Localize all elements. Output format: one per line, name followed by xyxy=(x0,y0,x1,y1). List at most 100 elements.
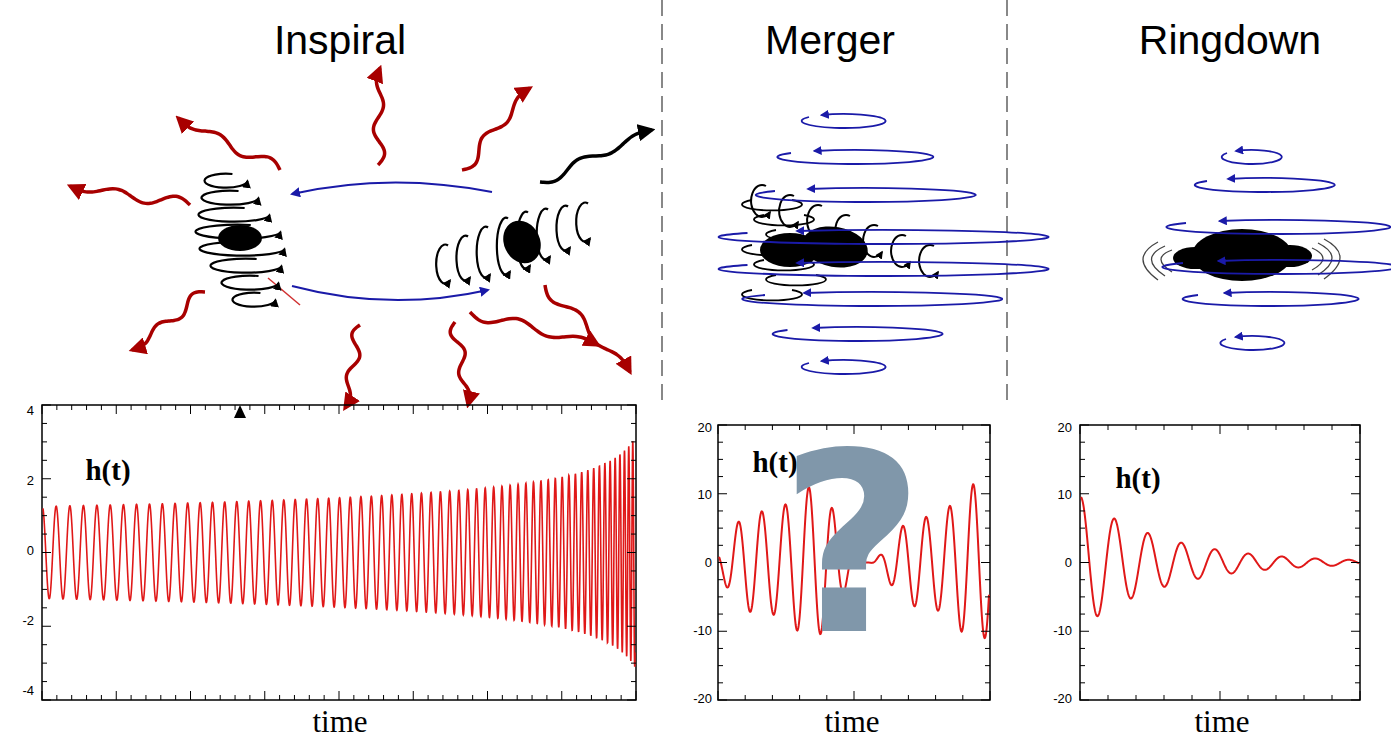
axis-tick xyxy=(908,695,909,700)
axis-tick xyxy=(532,695,533,700)
axis-tick xyxy=(1080,493,1089,494)
tick-label: 2 xyxy=(27,474,34,487)
axis-tick xyxy=(1192,425,1193,430)
axis-tick xyxy=(42,478,51,479)
axis-tick xyxy=(116,691,117,700)
axis-tick xyxy=(398,405,399,410)
axis-tick xyxy=(42,423,47,424)
plot xyxy=(42,405,636,700)
axis-tick xyxy=(1355,442,1360,443)
axis-tick xyxy=(631,570,636,571)
axis-tick xyxy=(772,695,773,700)
axis-tick xyxy=(383,405,384,410)
axis-tick xyxy=(1080,648,1085,649)
axis-tick xyxy=(718,528,723,529)
curl xyxy=(517,212,530,269)
axis-tick xyxy=(561,691,562,700)
tick-label: 10 xyxy=(698,488,712,501)
axis-tick xyxy=(1351,425,1360,426)
axis-tick xyxy=(718,614,723,615)
axis-tick xyxy=(718,425,727,426)
axis-tick xyxy=(606,405,607,410)
axis-tick xyxy=(1108,425,1109,430)
gravitational-wave-arrow xyxy=(462,88,530,170)
axis-tick xyxy=(1248,695,1249,700)
axis-tick xyxy=(772,425,773,430)
tick-label: 20 xyxy=(1058,421,1072,434)
axis-tick xyxy=(487,405,488,414)
axis-tick xyxy=(42,534,47,535)
rotation-ring xyxy=(719,262,1049,276)
axis-tick xyxy=(309,695,310,700)
axis-tick xyxy=(881,695,882,700)
axis-tick xyxy=(1136,695,1137,700)
tick-label: -2 xyxy=(22,614,34,627)
axis-tick xyxy=(546,695,547,700)
axis-tick xyxy=(116,405,117,414)
curl xyxy=(199,208,270,222)
axis-tick xyxy=(631,681,636,682)
plot xyxy=(1080,425,1360,700)
phase-title: Merger xyxy=(765,20,895,61)
axis-tick xyxy=(101,405,102,410)
gravitational-wave-arrow xyxy=(470,312,598,345)
axis-tick xyxy=(1355,614,1360,615)
axis-tick xyxy=(1164,695,1165,700)
gravitational-wave-arrow xyxy=(373,68,384,165)
axis-tick xyxy=(627,626,636,627)
axis-tick xyxy=(745,695,746,700)
axis-tick xyxy=(985,510,990,511)
axis-tick xyxy=(1220,425,1221,434)
rotation-ring xyxy=(756,188,976,202)
axis-tick xyxy=(398,695,399,700)
axis-tick xyxy=(502,405,503,410)
axis-tick xyxy=(981,425,990,426)
curl xyxy=(742,290,802,300)
separator-line xyxy=(1006,0,1008,400)
axis-tick xyxy=(981,493,990,494)
axis-tick xyxy=(981,562,990,563)
axis-tick xyxy=(1080,596,1085,597)
axis-tick xyxy=(1276,695,1277,700)
axis-tick xyxy=(457,695,458,700)
axis-tick xyxy=(249,695,250,700)
tick-label: -20 xyxy=(1053,692,1072,705)
axis-tick xyxy=(990,691,991,700)
tick-label: 0 xyxy=(1065,556,1072,569)
axis-tick xyxy=(1080,545,1085,546)
curl xyxy=(742,245,802,255)
axis-tick xyxy=(353,405,354,410)
axis-tick xyxy=(42,691,43,700)
axis-tick xyxy=(985,579,990,580)
axis-tick xyxy=(1080,562,1089,563)
axis-tick xyxy=(1080,631,1089,632)
axis-tick xyxy=(561,405,562,414)
separator-line xyxy=(661,0,663,400)
tick-label: 0 xyxy=(27,544,34,557)
axis-tick xyxy=(985,614,990,615)
axis-label: h(t) xyxy=(1115,464,1160,493)
axis-tick xyxy=(1080,691,1081,700)
axis-tick xyxy=(1080,682,1085,683)
axis-tick xyxy=(42,589,47,590)
axis-tick xyxy=(1220,691,1221,700)
tick-label: -20 xyxy=(693,692,712,705)
curl xyxy=(456,236,470,281)
axis-tick xyxy=(636,691,637,700)
axis-tick xyxy=(718,425,719,434)
rotation-ring xyxy=(1220,336,1284,350)
axis-tick xyxy=(1080,700,1089,701)
axis-tick xyxy=(42,497,47,498)
axis-tick xyxy=(145,405,146,410)
curl xyxy=(537,209,550,260)
axis-tick xyxy=(1164,425,1165,430)
axis-tick xyxy=(190,405,191,414)
curl xyxy=(196,225,281,239)
axis-tick xyxy=(42,405,43,414)
curl xyxy=(754,215,814,225)
axis-tick xyxy=(745,425,746,430)
axis-tick xyxy=(985,665,990,666)
axis-tick xyxy=(353,695,354,700)
axis-tick xyxy=(131,405,132,410)
axis-tick xyxy=(935,695,936,700)
